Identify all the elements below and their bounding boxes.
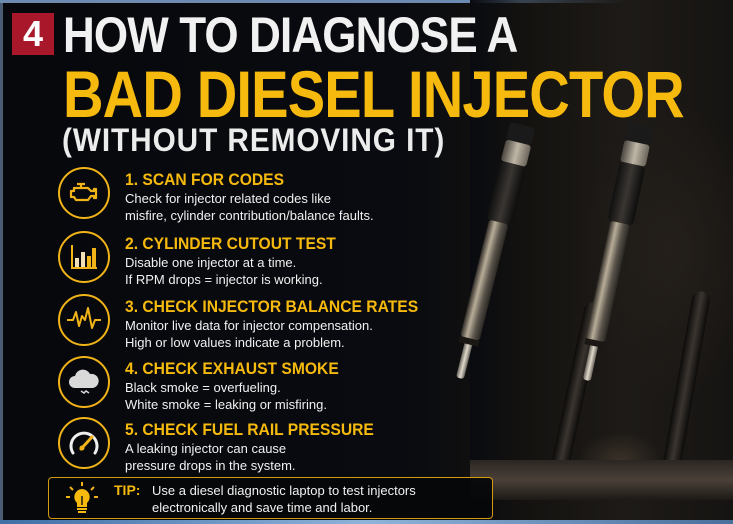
bar-chart-icon — [71, 245, 97, 269]
icon-ring — [58, 356, 110, 408]
step-description: pressure drops in the system. — [125, 458, 296, 473]
frame-edge-left — [0, 0, 3, 524]
icon-ring — [58, 294, 110, 346]
step-description: Monitor live data for injector compensat… — [125, 318, 373, 333]
step-description: If RPM drops = injector is working. — [125, 272, 323, 287]
step-description: High or low values indicate a problem. — [125, 335, 345, 350]
icon-ring — [58, 231, 110, 283]
step-description: misfire, cylinder contribution/balance f… — [125, 208, 374, 223]
number-badge: 4 — [12, 13, 54, 55]
step-description: White smoke = leaking or misfiring. — [125, 397, 327, 412]
icon-ring — [58, 167, 110, 219]
tip-box: TIP: Use a diesel diagnostic laptop to t… — [48, 477, 493, 519]
step-cylinder-cutout-test: 2. CYLINDER CUTOUT TEST Disable one inje… — [55, 227, 475, 287]
step-title: 5. CHECK FUEL RAIL PRESSURE — [125, 420, 374, 439]
step-title: 4. CHECK EXHAUST SMOKE — [125, 359, 339, 378]
diesel-injectors-photo — [455, 0, 733, 520]
step-check-exhaust-smoke: 4. CHECK EXHAUST SMOKE Black smoke = ove… — [55, 352, 475, 412]
title-line-2: BAD DIESEL INJECTOR — [63, 57, 685, 131]
title-line-1: HOW TO DIAGNOSE A — [63, 7, 518, 63]
pressure-gauge-icon — [69, 431, 99, 455]
lightbulb-icon — [66, 482, 98, 513]
step-scan-for-codes: 1. SCAN FOR CODES Check for injector rel… — [55, 163, 475, 223]
step-title: 3. CHECK INJECTOR BALANCE RATES — [125, 297, 419, 316]
fuel-rail — [470, 460, 733, 500]
step-description: A leaking injector can cause — [125, 441, 287, 456]
step-check-fuel-rail-pressure: 5. CHECK FUEL RAIL PRESSURE A leaking in… — [55, 413, 475, 473]
step-description: Disable one injector at a time. — [125, 255, 297, 270]
step-title: 2. CYLINDER CUTOUT TEST — [125, 234, 336, 253]
step-check-injector-balance-rates: 3. CHECK INJECTOR BALANCE RATES Monitor … — [55, 290, 475, 350]
smoke-cloud-icon — [69, 369, 99, 394]
injector — [574, 122, 654, 383]
tip-label: TIP: — [114, 482, 141, 498]
icon-ring — [58, 417, 110, 469]
step-description: Black smoke = overfueling. — [125, 380, 281, 395]
step-title: 1. SCAN FOR CODES — [125, 170, 285, 189]
check-engine-icon — [69, 182, 98, 202]
frame-edge-bottom — [0, 520, 733, 524]
frame-edge-top — [0, 0, 733, 3]
step-description: Check for injector related codes like — [125, 191, 331, 206]
tip-text: electronically and save time and labor. — [152, 500, 373, 515]
tip-text: Use a diesel diagnostic laptop to test i… — [152, 483, 416, 498]
waveform-icon — [67, 307, 101, 329]
title-line-3: (WITHOUT REMOVING IT) — [62, 122, 446, 158]
